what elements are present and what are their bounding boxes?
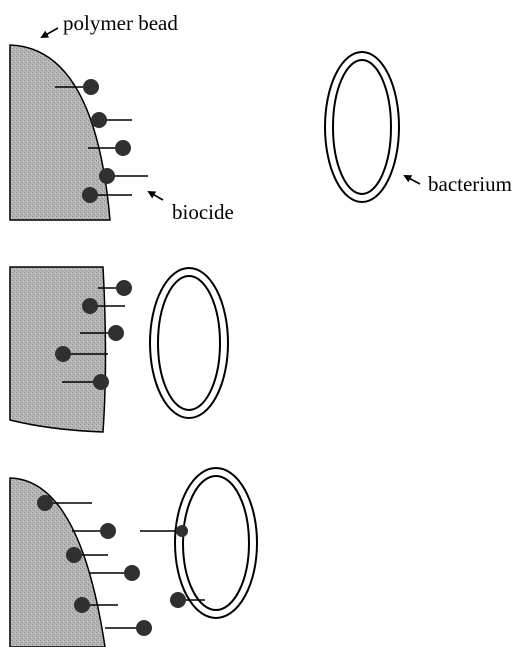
biocide-molecule [90, 565, 140, 581]
biocide-molecule-attached [140, 525, 188, 537]
bacterium-arrow [405, 176, 420, 184]
polymer-bead-arrow [42, 28, 58, 37]
biocide-molecule [91, 112, 132, 128]
biocide-arrow [149, 192, 163, 200]
bacterium [150, 268, 228, 418]
biocide-molecule [99, 168, 148, 184]
panel-1: polymer bead biocide bacterium [10, 11, 512, 224]
biocide-label: biocide [172, 200, 234, 224]
polymer-bead-label: polymer bead [63, 11, 178, 35]
bacterium-label: bacterium [428, 172, 512, 196]
bacterium [175, 468, 257, 618]
panel-2 [10, 267, 228, 432]
biocide-molecule [37, 495, 92, 511]
biocide-molecule [66, 547, 108, 563]
biocide-molecule [105, 620, 152, 636]
biocide-molecule [72, 523, 116, 539]
bacterium [325, 52, 399, 202]
panel-3 [10, 468, 257, 647]
